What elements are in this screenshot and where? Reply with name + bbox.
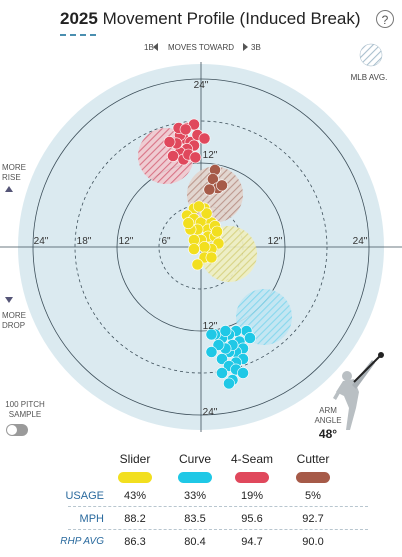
pitch-point-curve — [205, 328, 218, 341]
arrow-left-icon — [153, 43, 158, 51]
arm-angle-line — [353, 354, 382, 383]
ring-label-top24: 24" — [194, 80, 209, 91]
pitch-point-cutter — [206, 173, 219, 185]
rhp-avg-row-label: RHP AVG — [60, 536, 104, 547]
pitch-point-curve — [212, 339, 225, 351]
row-separator — [68, 529, 368, 530]
mlb-avg-icon — [359, 43, 383, 67]
moves-left-label: 1B — [144, 43, 154, 52]
ring-label-bottom12: 12" — [203, 321, 218, 332]
pitch-point-slider — [200, 207, 213, 220]
movement-plot: 24" 12" 12" 24" 24" 18" 12" 6" 12" 24" 1… — [0, 43, 402, 432]
toggle-knob — [7, 425, 17, 435]
title-year: 2025 — [60, 9, 98, 28]
pitch-point-slider — [192, 200, 205, 213]
drop-arrow-icon — [5, 297, 13, 303]
pitch-point-cutter — [203, 183, 216, 196]
ring-label-left12: 12" — [119, 236, 134, 247]
rhp-avg-cell: 86.3 — [124, 536, 146, 548]
title-underline — [60, 34, 96, 36]
more-drop-label: MORE DROP — [2, 311, 26, 331]
legend-swatch-curve — [178, 472, 212, 483]
legend-swatch-4-seam — [235, 472, 269, 483]
pitch-point-4-seam — [179, 123, 192, 136]
legend-name-cutter: Cutter — [296, 452, 330, 466]
usage-row-label: USAGE — [65, 490, 104, 502]
title-text: Movement Profile (Induced Break) — [102, 9, 361, 28]
pitch-point-slider — [205, 251, 218, 264]
mlb-avg-label: MLB AVG. — [351, 73, 388, 82]
mph-row-label: MPH — [79, 513, 104, 525]
legend-name-slider: Slider — [119, 452, 151, 466]
legend-name-curve: Curve — [178, 452, 211, 466]
pitch-point-curve — [244, 332, 256, 344]
mph-cell: 92.7 — [302, 513, 324, 525]
arm-angle-ball — [378, 352, 384, 358]
legend-swatch-slider — [118, 472, 152, 483]
pitch-point-4-seam — [163, 136, 176, 148]
ring-label-bottom24: 24" — [203, 407, 218, 418]
ring-label-right12: 12" — [268, 236, 283, 247]
more-drop-text: MORE DROP — [2, 311, 26, 330]
legend-row: Slider Curve 4-Seam Cutter — [0, 452, 402, 470]
usage-cell: 33% — [183, 490, 207, 502]
mph-cell: 95.6 — [241, 513, 263, 525]
mph-cell: 83.5 — [184, 513, 206, 525]
pitch-point-slider — [198, 241, 211, 253]
pitch-point-curve — [237, 367, 249, 379]
pitch-point-curve — [216, 353, 228, 365]
ring-label-left6: 6" — [161, 236, 171, 247]
pitch-point-curve — [219, 325, 232, 337]
rhp-avg-cell: 94.7 — [241, 536, 263, 548]
pitch-point-curve — [205, 346, 218, 358]
arm-angle-label: ARM ANGLE — [313, 406, 343, 426]
moves-toward-label: MOVES TOWARD — [168, 43, 234, 52]
rise-arrow-icon — [5, 186, 13, 192]
arrow-right-icon — [243, 43, 248, 51]
pill-row — [0, 472, 402, 490]
pitch-point-slider — [191, 258, 204, 271]
page-title: 2025 Movement Profile (Induced Break) — [60, 9, 361, 29]
usage-cell: 19% — [240, 490, 264, 502]
legend-name-4-seam: 4-Seam — [230, 452, 274, 466]
help-icon[interactable]: ? — [376, 10, 394, 28]
more-rise-text: MORE RISE — [2, 163, 26, 182]
pitch-point-curve — [216, 367, 228, 379]
more-rise-label: MORE RISE — [2, 163, 26, 183]
usage-cell: 43% — [123, 490, 147, 502]
pitch-point-slider — [211, 225, 223, 238]
pitch-point-curve — [223, 377, 235, 390]
usage-row: USAGE — [0, 490, 402, 508]
sample-toggle[interactable] — [6, 424, 28, 436]
arm-angle-label-text: ARM ANGLE — [314, 406, 342, 425]
moves-right-label: 3B — [251, 43, 261, 52]
sample-label-text: 100 PITCH SAMPLE — [5, 400, 45, 419]
rhp-avg-row: RHP AVG — [0, 536, 402, 554]
pitch-point-slider — [182, 217, 195, 230]
pitch-point-cutter — [216, 179, 228, 192]
rhp-avg-cell: 80.4 — [184, 536, 206, 548]
rhp-avg-cell: 90.0 — [302, 536, 324, 548]
arm-angle-value: 48° — [318, 427, 338, 441]
sample-label: 100 PITCH SAMPLE — [3, 400, 47, 420]
ring-label-left24: 24" — [34, 236, 49, 247]
pitch-point-4-seam — [167, 150, 179, 162]
pitch-point-slider — [188, 243, 200, 255]
pitch-point-4-seam — [189, 151, 202, 164]
row-separator — [68, 506, 368, 507]
ring-label-right24: 24" — [353, 236, 368, 247]
ring-label-top12: 12" — [203, 150, 218, 161]
usage-cell: 5% — [305, 490, 321, 502]
legend-swatch-cutter — [296, 472, 330, 483]
mph-row: MPH — [0, 513, 402, 531]
ring-label-left18: 18" — [77, 236, 92, 247]
mph-cell: 88.2 — [124, 513, 146, 525]
pitch-point-4-seam — [198, 132, 211, 145]
